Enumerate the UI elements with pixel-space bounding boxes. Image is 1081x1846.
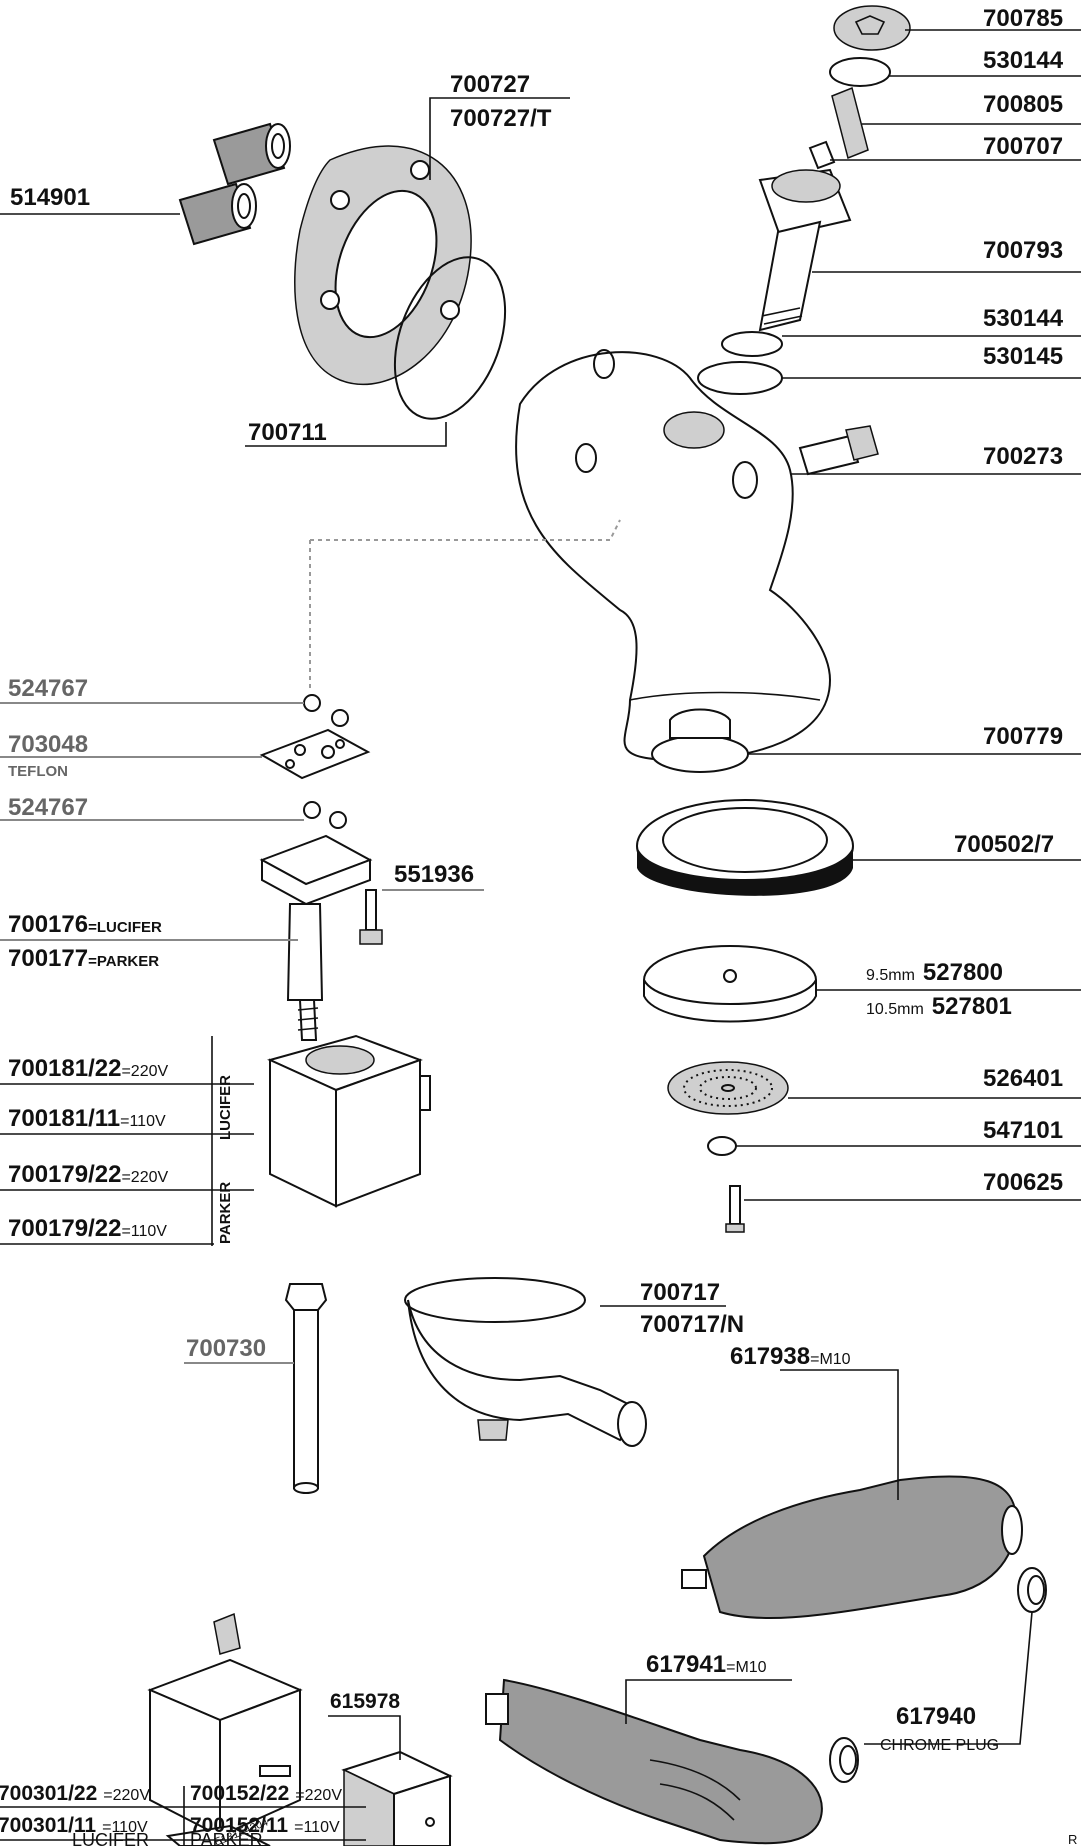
label-700181-11: 700181/11=110V	[8, 1105, 166, 1132]
part-700502-7-gasket	[636, 799, 854, 896]
label-700779: 700779	[983, 723, 1063, 750]
part-group-head-body	[515, 349, 832, 762]
part-700793-fitting	[758, 168, 852, 332]
label-lucifer: LUCIFER	[72, 1830, 149, 1846]
part-615978-coil	[341, 1750, 453, 1846]
label-700727t: 700727/T	[450, 105, 552, 132]
label-700727: 700727	[450, 71, 530, 98]
label-526401: 526401	[983, 1065, 1063, 1092]
label-700717: 700717	[640, 1279, 720, 1306]
part-valve-stem-700176	[259, 834, 373, 1041]
part-703048-teflon-gasket	[259, 728, 371, 780]
label-700502-7: 700502/7	[954, 831, 1054, 858]
label-parker: PARKER	[190, 1830, 263, 1846]
part-solenoid-coil	[267, 1034, 431, 1208]
part-524767-washer-top	[303, 694, 321, 712]
label-700717n: 700717/N	[640, 1311, 744, 1338]
part-530145-oring	[697, 361, 783, 395]
label-700301-11: 700301/11=110V	[0, 1814, 148, 1837]
label-615978: 615978	[330, 1690, 400, 1713]
label-700176: 700176=LUCIFER	[8, 911, 162, 938]
label-700179-22-a: 700179/22=220V	[8, 1161, 168, 1188]
label-lucifer-vertical: LUCIFER	[217, 1075, 234, 1140]
part-617938-handle	[681, 1475, 1023, 1619]
label-617938: 617938=M10	[730, 1343, 851, 1370]
label-617940: 617940	[896, 1703, 976, 1730]
label-700301-22: 700301/22=220V	[0, 1782, 150, 1805]
part-547101-washer	[707, 1136, 737, 1156]
label-700152-22: 700152/22=220V	[190, 1782, 342, 1805]
label-parker-vertical: PARKER	[217, 1182, 234, 1244]
label-530145: 530145	[983, 343, 1063, 370]
label-547101: 547101	[983, 1117, 1063, 1144]
part-551936-screw	[359, 889, 383, 945]
part-700625-screw	[725, 1185, 745, 1233]
label-teflon: TEFLON	[8, 763, 68, 780]
part-514901-fittings	[178, 122, 291, 246]
part-700727-gasket	[294, 145, 472, 386]
label-530144-mid: 530144	[983, 305, 1064, 332]
label-700793: 700793	[983, 237, 1063, 264]
label-524767-top: 524767	[8, 675, 88, 702]
part-530144-oring-top	[829, 57, 891, 87]
label-700273: 700273	[983, 443, 1063, 470]
washer-bottom-2	[329, 811, 347, 829]
label-617941: 617941=M10	[646, 1651, 767, 1678]
label-700625: 700625	[983, 1169, 1063, 1196]
part-700273-plug	[766, 425, 879, 479]
part-530144-oring-mid	[721, 331, 783, 357]
part-700730-tube	[284, 1283, 328, 1494]
corner-mark: R	[1068, 1832, 1077, 1846]
label-703048: 703048	[8, 731, 88, 758]
part-617940-chrome-plug	[829, 1567, 1047, 1783]
label-700805: 700805	[983, 91, 1063, 118]
part-700805-filter	[831, 86, 869, 160]
label-524767-bottom: 524767	[8, 794, 88, 821]
dashed-connector	[310, 519, 621, 541]
part-617941-handle	[485, 1678, 823, 1845]
label-530144-top: 530144	[983, 47, 1064, 74]
label-700730: 700730	[186, 1335, 266, 1362]
part-700707-jet	[808, 140, 836, 170]
part-527800-shower-holder	[643, 945, 817, 1023]
part-526401-shower-screen	[667, 1061, 789, 1115]
label-700785: 700785	[983, 5, 1063, 32]
washer-top-2	[331, 709, 349, 727]
label-700179-22-b: 700179/22=110V	[8, 1215, 167, 1242]
part-700711-oring	[393, 256, 507, 420]
part-700779-plug	[651, 708, 749, 773]
label-700707: 700707	[983, 133, 1063, 160]
part-524767-washer-bottom	[303, 801, 321, 819]
label-700711: 700711	[248, 419, 327, 446]
label-chrome-plug: CHROME PLUG	[880, 1737, 999, 1754]
part-solenoid-valve-assembly	[147, 1612, 303, 1846]
part-700785-cap	[833, 5, 911, 51]
label-700177: 700177=PARKER	[8, 945, 159, 972]
part-700717-portafilter-body	[404, 1277, 647, 1447]
label-514901: 514901	[10, 184, 90, 211]
label-700152-11: 700152/11=110V	[190, 1814, 340, 1837]
label-551936: 551936	[394, 861, 474, 888]
label-700181-22: 700181/22=220V	[8, 1055, 168, 1082]
